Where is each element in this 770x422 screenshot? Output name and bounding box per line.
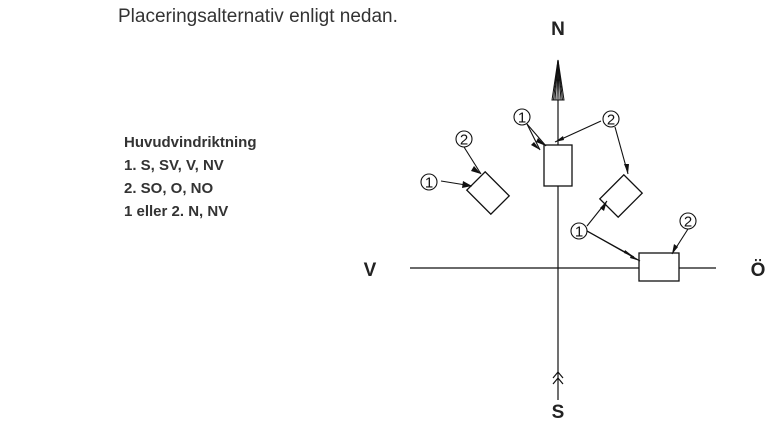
placement-box-east	[638, 252, 680, 282]
compass-south-label: S	[552, 402, 565, 422]
marker-one-west-label: 1	[425, 175, 433, 192]
legend-line-3: 1 eller 2. N, NV	[124, 203, 229, 220]
marker-two-east-label: 2	[684, 214, 692, 231]
south-arrow-tail-icon	[552, 371, 564, 385]
marker-one-east	[570, 222, 588, 240]
legend-heading: Huvudvindriktning	[124, 134, 257, 151]
marker-one-north	[513, 108, 531, 126]
north-arrow-icon	[551, 59, 565, 101]
intro-text: Placeringsalternativ enligt nedan.	[118, 6, 398, 27]
placement-box-west	[465, 170, 511, 216]
compass-north-label: N	[551, 19, 565, 40]
placement-box-north	[543, 144, 573, 187]
legend-line-1: 1. S, SV, V, NV	[124, 157, 224, 174]
compass-east-label: Ö	[751, 260, 766, 281]
compass-west-label: V	[364, 260, 377, 281]
marker-two-east	[679, 212, 697, 230]
marker-two-west	[455, 130, 473, 148]
marker-two-west-label: 2	[460, 132, 468, 149]
marker-two-north-label: 2	[607, 112, 615, 129]
wind-direction-legend: Huvudvindriktning 1. S, SV, V, NV 2. SO,…	[124, 131, 257, 223]
marker-one-west	[420, 173, 438, 191]
marker-one-north-label: 1	[518, 110, 526, 127]
marker-one-east-label: 1	[575, 224, 583, 241]
placement-box-northeast	[598, 173, 644, 219]
marker-two-north	[602, 110, 620, 128]
legend-line-2: 2. SO, O, NO	[124, 180, 214, 197]
